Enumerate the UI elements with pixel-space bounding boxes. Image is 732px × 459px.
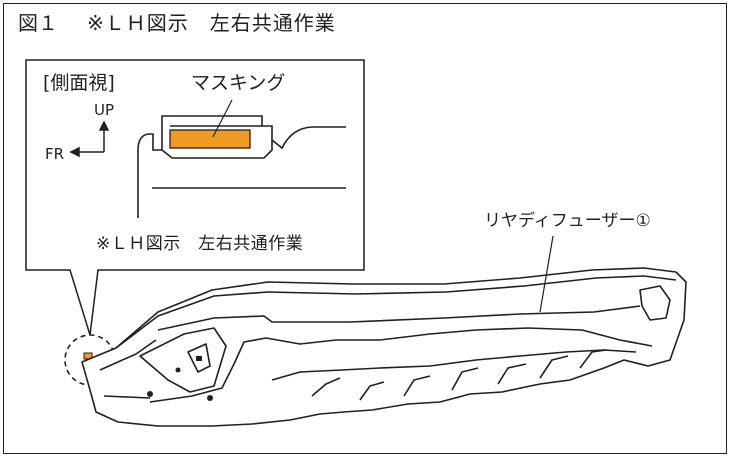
- figure-note: ※ＬＨ図示 左右共通作業: [87, 11, 336, 35]
- figure-number: 図１: [18, 11, 58, 35]
- diffuser-details: [147, 356, 213, 401]
- direction-arrows: [69, 120, 110, 158]
- rear-diffuser: [81, 267, 687, 427]
- front-direction-label: FR: [45, 145, 65, 163]
- masking-tape: [169, 129, 251, 149]
- masking-label: マスキング: [191, 72, 286, 94]
- part-label: リヤディフューザー①: [484, 211, 651, 231]
- figure-frame: [3, 3, 727, 454]
- part-leader: [539, 235, 554, 313]
- view-label: [側面視]: [43, 72, 115, 94]
- side-view-profile: [137, 115, 346, 218]
- masking-leader: [212, 99, 233, 138]
- up-direction-label: UP: [94, 101, 115, 119]
- inset-note: ※ＬＨ図示 左右共通作業: [96, 234, 304, 254]
- inset-frame: [25, 59, 365, 336]
